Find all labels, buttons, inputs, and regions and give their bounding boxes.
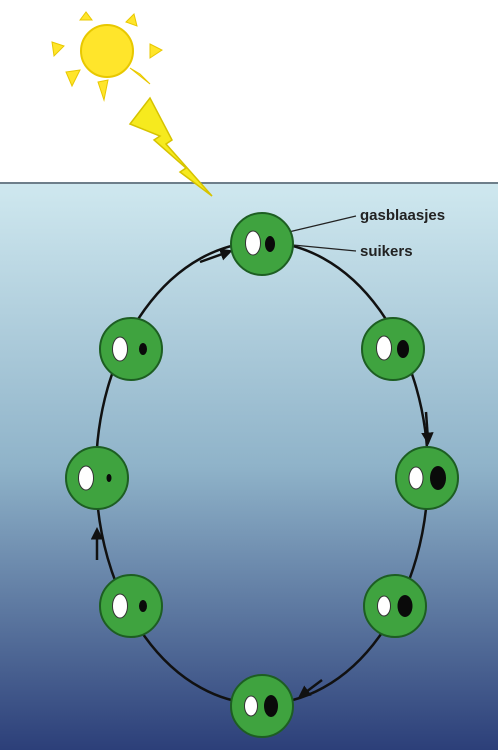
cycle-arrow-bottom-right	[298, 679, 323, 698]
gas-vacuole	[112, 336, 128, 362]
gas-vacuole	[245, 230, 261, 256]
cycle-arrow-right	[421, 411, 434, 445]
sugar-granule	[106, 474, 112, 482]
gas-vacuole	[112, 593, 128, 619]
cell-left-upper	[99, 317, 163, 381]
gas-vacuole	[78, 465, 94, 491]
lightning-bolt-icon	[128, 96, 213, 197]
sky-area	[0, 0, 498, 183]
sugar-granule	[139, 343, 147, 355]
cell-right-middle	[395, 446, 459, 510]
gas-bubbles-label: gasblaasjes	[360, 207, 446, 224]
sugars-label: suikers	[360, 243, 413, 260]
cell-left-middle	[65, 446, 129, 510]
cell-bottom	[230, 674, 294, 738]
sugar-granule	[430, 466, 446, 490]
gas-vacuole	[408, 466, 424, 490]
sugar-granule	[265, 236, 275, 252]
gas-vacuole	[244, 695, 258, 717]
gas-vacuole	[377, 595, 391, 617]
cell-left-lower	[99, 574, 163, 638]
cell-right-lower	[363, 574, 427, 638]
sun-icon	[51, 11, 163, 102]
cell-right-upper	[361, 317, 425, 381]
cell-top	[230, 212, 294, 276]
sugar-granule	[397, 340, 409, 358]
sugar-granule	[139, 600, 147, 612]
sugar-granule	[397, 595, 413, 617]
sugar-granule	[264, 695, 278, 717]
gas-vacuole	[376, 335, 392, 361]
cycle-arrow-top-left	[199, 248, 233, 264]
